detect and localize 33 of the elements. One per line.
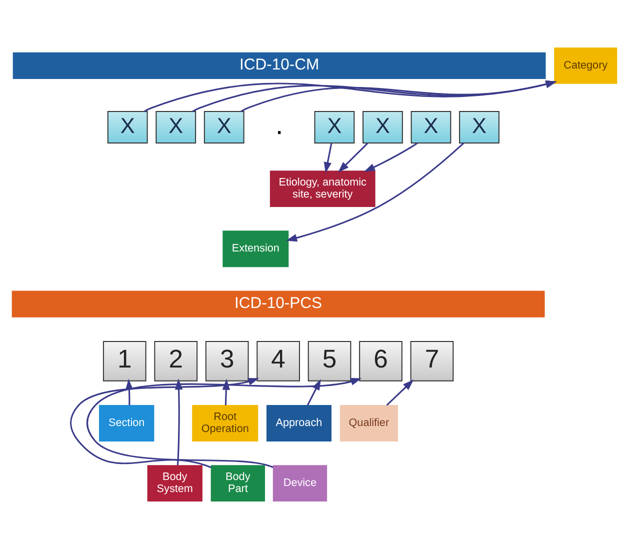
node-box: 1: [102, 340, 146, 381]
node-box: Body System: [147, 464, 202, 502]
node-box: X: [410, 110, 452, 143]
node-box: Device: [272, 464, 328, 502]
node-box: 4: [256, 340, 300, 381]
node-box: Category: [554, 46, 618, 84]
node-box: X: [204, 110, 244, 143]
node-box: Qualifier: [340, 404, 398, 441]
node-box: Extension: [222, 230, 289, 267]
arrow: [364, 142, 418, 172]
arrow: [324, 142, 332, 173]
node-box: ICD-10-PCS: [12, 290, 545, 317]
node-box: ICD-10-CM: [12, 52, 546, 78]
node-box: Root Operation: [192, 404, 258, 441]
node-box: 7: [410, 340, 454, 381]
node-box: X: [362, 110, 403, 143]
node-box: Etiology, anatomic site, severity: [270, 170, 376, 207]
node-box: 3: [205, 340, 249, 381]
label: .: [275, 108, 284, 140]
arrow: [286, 142, 464, 242]
node-box: 6: [359, 340, 402, 381]
arrow: [338, 142, 368, 172]
node-box: X: [314, 110, 355, 143]
arrow: [386, 379, 414, 406]
node-box: X: [459, 110, 500, 143]
node-box: Body Part: [210, 464, 265, 502]
node-box: Approach: [266, 404, 332, 441]
node-box: 5: [308, 340, 352, 381]
node-box: 2: [154, 340, 198, 381]
node-box: X: [107, 110, 148, 143]
node-box: X: [156, 110, 196, 143]
node-box: Section: [99, 404, 154, 441]
arrow: [240, 80, 557, 112]
